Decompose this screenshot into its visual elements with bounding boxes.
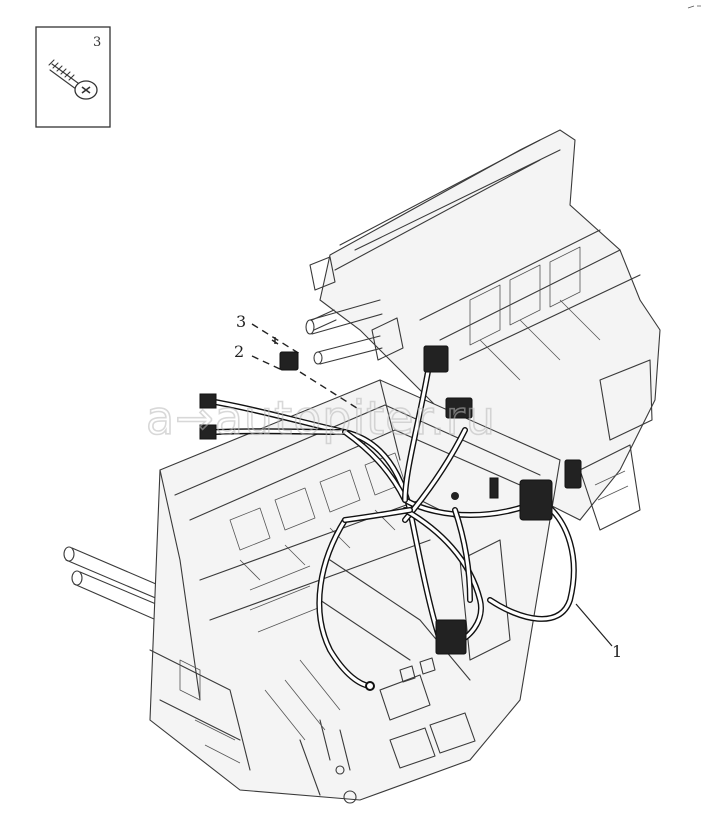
blower-housing	[309, 129, 661, 531]
inset-number: 3	[93, 35, 101, 50]
connector-left-lower	[199, 424, 217, 440]
screw-inset: 3	[35, 26, 111, 128]
callout-1-leader	[575, 603, 613, 647]
connector-bottom	[435, 619, 467, 655]
ground-terminal	[365, 681, 375, 691]
callout-1-label: 1	[612, 642, 622, 661]
connector-pin	[489, 477, 499, 499]
inset-frame	[35, 26, 111, 128]
corner-mark	[687, 5, 701, 9]
relay-icon	[279, 351, 299, 371]
connector-right-small	[564, 459, 582, 489]
rear-pipes	[305, 299, 383, 365]
watermark-text: a→autopiter.ru	[146, 391, 496, 445]
exploded-parts	[251, 323, 361, 411]
screw-icon	[48, 59, 98, 100]
callout-3-label: 3	[236, 312, 246, 331]
screw-small-icon	[271, 337, 279, 345]
wiring-harness	[199, 345, 582, 691]
hvac-main-body	[149, 379, 561, 804]
callout-2-label: 2	[234, 342, 244, 361]
connector-right-block	[519, 479, 553, 521]
connector-mid	[445, 397, 473, 419]
connector-top	[423, 345, 449, 373]
connector-left-upper	[199, 393, 217, 409]
clip	[451, 492, 459, 500]
